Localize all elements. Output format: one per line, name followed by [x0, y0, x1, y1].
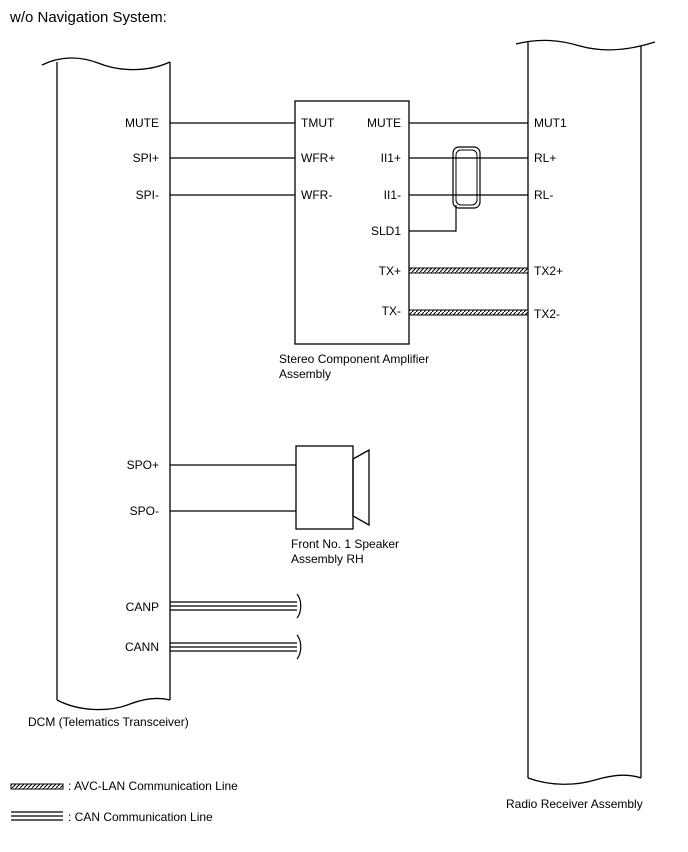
amplifier-label-line1: Stereo Component Amplifier	[279, 352, 429, 366]
dcm-pin-cann: CANN	[125, 640, 159, 654]
dcm-pin-spo-plus: SPO+	[127, 458, 159, 472]
legend-avc-lan-swatch	[10, 783, 64, 790]
speaker-label-line1: Front No. 1 Speaker	[291, 537, 399, 551]
wire-sld1-ground	[409, 205, 457, 232]
radio-pin-rl-minus: RL-	[534, 188, 553, 202]
amp-pin-ii1-plus: II1+	[381, 151, 401, 165]
amp-pin-tmut: TMUT	[301, 116, 335, 130]
dcm-pin-spi-minus: SPI-	[136, 188, 159, 202]
amp-pin-tx-minus: TX-	[382, 304, 401, 318]
legend-can-label: : CAN Communication Line	[68, 810, 213, 824]
shield-inner	[455, 149, 478, 206]
speaker-icon	[352, 448, 370, 527]
amp-pin-ii1-minus: II1-	[384, 188, 401, 202]
amplifier-box	[294, 100, 410, 345]
avc-lan-line-tx-minus	[408, 309, 529, 316]
speaker-label-line2: Assembly RH	[291, 552, 364, 566]
legend-avc-lan-label: : AVC-LAN Communication Line	[68, 779, 238, 793]
dcm-body	[41, 57, 171, 711]
avc-lan-line-tx-plus	[408, 267, 529, 274]
amp-pin-tx-plus: TX+	[379, 264, 401, 278]
radio-pin-mut1: MUT1	[534, 116, 567, 130]
dcm-pin-canp: CANP	[126, 600, 159, 614]
shield-outer	[452, 146, 481, 209]
dcm-pin-spi-plus: SPI+	[133, 151, 159, 165]
can-line-cann	[170, 634, 302, 660]
dcm-pin-mute: MUTE	[125, 116, 159, 130]
radio-receiver-body	[515, 39, 656, 785]
radio-pin-rl-plus: RL+	[534, 151, 556, 165]
speaker-magnet	[295, 445, 354, 530]
radio-pin-tx2-plus: TX2+	[534, 264, 563, 278]
amp-pin-wfr-plus: WFR+	[301, 151, 335, 165]
diagram-title: w/o Navigation System:	[9, 9, 167, 26]
amp-pin-sld1: SLD1	[371, 224, 401, 238]
radio-pin-tx2-minus: TX2-	[534, 307, 560, 321]
dcm-pin-spo-minus: SPO-	[130, 504, 159, 518]
can-line-canp	[170, 593, 302, 619]
amp-pin-wfr-minus: WFR-	[301, 188, 332, 202]
amplifier-label-line2: Assembly	[279, 367, 331, 381]
amp-pin-mute: MUTE	[367, 116, 401, 130]
legend-can-swatch	[11, 811, 63, 821]
radio-receiver-label: Radio Receiver Assembly	[506, 797, 643, 811]
dcm-label: DCM (Telematics Transceiver)	[28, 715, 189, 729]
